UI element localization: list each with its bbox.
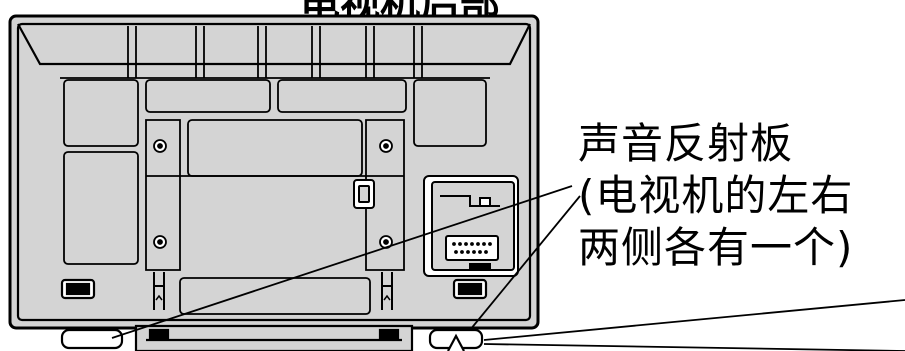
back-panel-recesses: [63, 79, 487, 315]
center-connector: [353, 179, 375, 209]
callout-line-1: 声音反射板: [578, 119, 794, 168]
stand-base: [134, 324, 414, 351]
mount-screws: [153, 139, 393, 249]
top-vent-fins: [60, 26, 490, 79]
sound-reflector-left: [60, 328, 124, 350]
sound-reflector-callout: 声音反射板 (电视机的左右 两侧各有一个): [578, 118, 904, 274]
callout-line-3: 两侧各有一个): [578, 223, 854, 272]
side-handles: [60, 278, 488, 300]
callout-line-2: (电视机的左右: [578, 171, 854, 220]
stand-posts: [153, 272, 393, 310]
callout-leader-lines: [111, 185, 905, 351]
terminal-panel: [423, 175, 519, 277]
sound-reflector-right: [428, 328, 484, 351]
